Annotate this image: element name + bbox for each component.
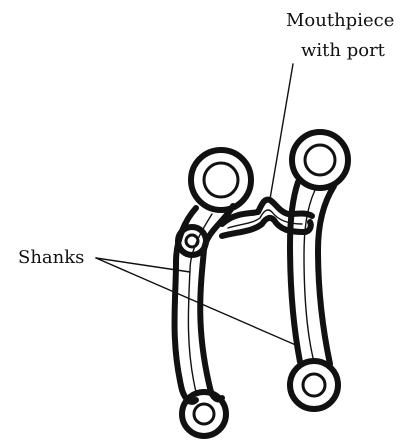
shanks-leader-line-lower [96,258,298,346]
right-shank-inner [318,186,334,364]
leader-lines [96,64,298,346]
mouthpiece-label-line-1: Mouthpiece [286,10,394,32]
mouthpiece-bottom [222,218,311,236]
left-top-ring [191,150,251,210]
left-side-ring-inner [186,235,198,247]
right-bottom-ring-inner [303,374,325,396]
right-top-ring-inner [305,145,335,175]
shanks-label: Shanks [18,247,84,269]
right-top-ring [292,132,348,188]
left-top-ring-inner [204,163,238,197]
right-shank-outer [290,182,300,362]
mouthpiece-leader-line [270,64,293,199]
mouthpiece-label-line-2: with port [301,40,385,62]
left-shank [175,150,252,436]
left-bottom-ring-inner [194,404,214,424]
left-bottom-ring [182,392,226,436]
right-bottom-ring [290,361,338,409]
right-shank [290,132,348,409]
